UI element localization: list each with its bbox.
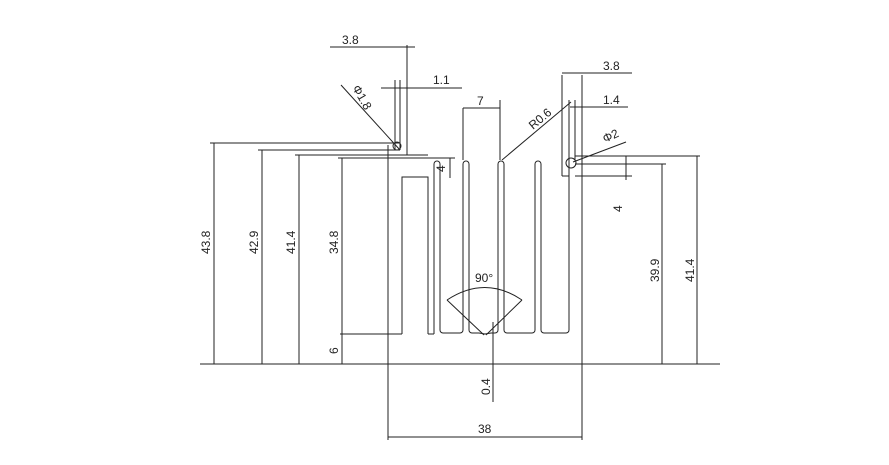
dim-height-total: 43.8 <box>199 230 213 254</box>
dim-top-right-wall: 1.4 <box>603 93 620 107</box>
dim-top-left-wall: 1.1 <box>433 73 450 87</box>
dim-left-hole: Φ1.8 <box>349 83 374 113</box>
dim-fin-height: 34.8 <box>327 230 341 254</box>
dim-height-3: 41.4 <box>284 230 298 254</box>
dim-right-notch: 4 <box>611 205 625 212</box>
dim-fin-tip: 0.4 <box>479 378 493 395</box>
dim-right-hole: Φ2 <box>600 126 621 146</box>
dimension-labels: 3.8 1.1 Φ1.8 7 R0.6 3.8 1.4 Φ2 4 4 43.8 … <box>199 33 697 436</box>
dimension-lines <box>210 46 700 438</box>
dim-angle: 90° <box>475 271 493 285</box>
dim-height-2: 42.9 <box>247 230 261 254</box>
dim-top-right-width: 3.8 <box>603 59 620 73</box>
dim-base-thickness: 6 <box>327 347 341 354</box>
dim-top-left-width: 3.8 <box>342 33 359 47</box>
profile-outline <box>200 45 720 440</box>
dim-left-notch: 4 <box>434 165 448 172</box>
dim-fin-gap: 7 <box>477 94 484 108</box>
dim-width: 38 <box>478 422 492 436</box>
dim-right-height-2: 41.4 <box>683 258 697 282</box>
dim-right-height-1: 39.9 <box>648 258 662 282</box>
